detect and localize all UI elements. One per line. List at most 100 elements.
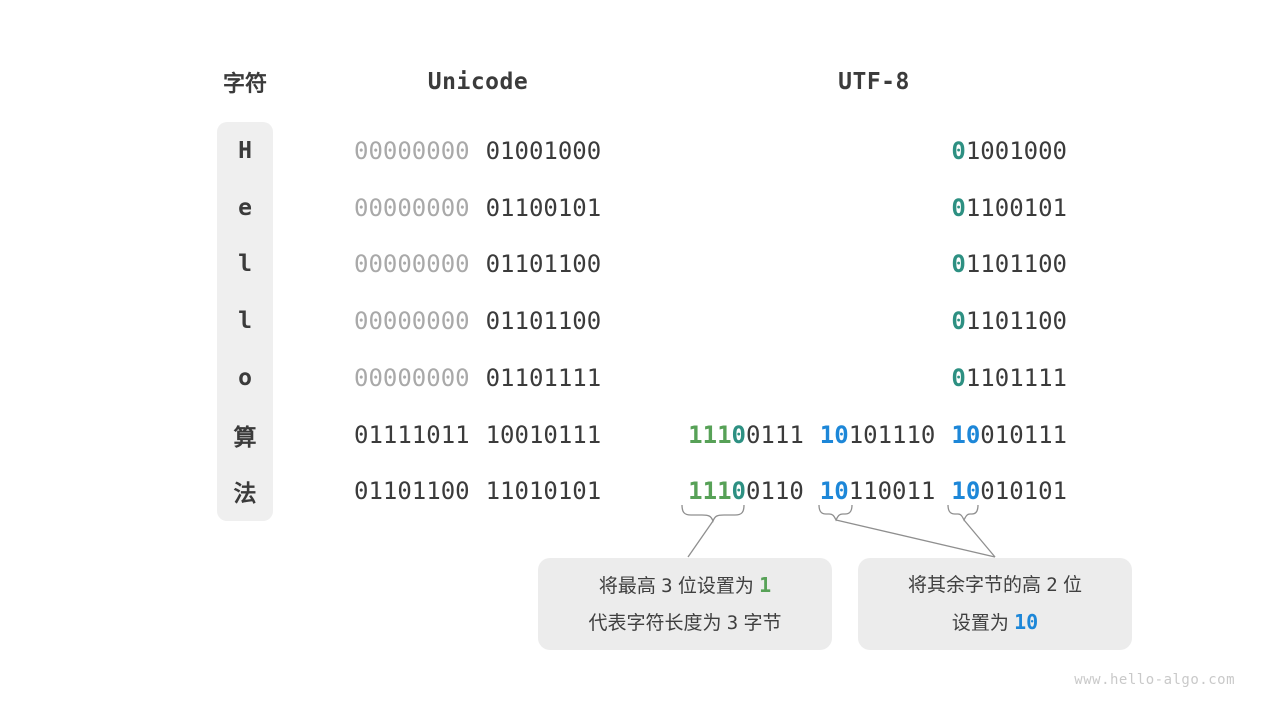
bit-segment-dark: 1100101 [965, 194, 1067, 222]
underbrace-prefix-10-byte2 [818, 504, 853, 522]
bit-segment-green: 1 [759, 572, 772, 597]
binary-byte: 01111011 [354, 423, 470, 447]
bit-segment-dark: 01100101 [485, 194, 602, 222]
utf8-binary-row: 01101111 [951, 366, 1067, 390]
unicode-binary-row: 01111011 10010111 [354, 423, 601, 447]
bit-segment-teal: 0 [731, 477, 746, 505]
callout-text-line: 代表字符长度为 3 字节 [588, 605, 781, 642]
utf8-binary-row: 01101100 [951, 252, 1067, 276]
bit-segment-text: 位 [1057, 574, 1082, 596]
bit-segment-teal: 0 [951, 250, 966, 278]
bit-segment-dark: 10010111 [485, 421, 602, 449]
bit-segment-teal: 0 [731, 421, 746, 449]
character-cell: e [238, 195, 252, 221]
bit-segment-green: 111 [688, 477, 732, 505]
bit-segment-gray: 00000000 [354, 194, 470, 222]
binary-byte: 10010111 [951, 423, 1067, 447]
utf8-binary-row: 01001000 [951, 139, 1067, 163]
binary-byte: 01101100 [486, 309, 602, 333]
bit-segment-dark: 01101111 [485, 364, 602, 392]
utf8-binary-row: 01100101 [951, 196, 1067, 220]
binary-byte: 00000000 [354, 252, 470, 276]
character-column-background [217, 122, 273, 521]
unicode-binary-row: 00000000 01101100 [354, 252, 601, 276]
bit-segment-dark: 010111 [980, 421, 1067, 449]
bit-segment-num: 3 [661, 574, 673, 597]
binary-byte: 11010101 [486, 479, 602, 503]
bit-segment-text: 位设置为 [672, 575, 760, 597]
connector-line-byte3-to-callout-2 [963, 519, 996, 558]
watermark-url: www.hello-algo.com [1074, 672, 1235, 688]
binary-byte: 01101100 [951, 309, 1067, 333]
character-cell: 算 [233, 425, 257, 451]
character-cell: 法 [233, 481, 257, 507]
bit-segment-dark: 01101100 [485, 250, 602, 278]
bit-segment-dark: 1101100 [965, 307, 1067, 335]
callout-text-line: 将最高 3 位设置为 1 [599, 567, 771, 605]
bit-segment-dark: 01101100 [485, 307, 602, 335]
bit-segment-gray: 00000000 [354, 364, 470, 392]
binary-byte: 10010111 [486, 423, 602, 447]
character-cell: o [238, 365, 252, 391]
binary-byte: 10010101 [951, 479, 1067, 503]
unicode-binary-row: 00000000 01101111 [354, 366, 601, 390]
bit-segment-teal: 0 [951, 364, 966, 392]
utf8-binary-row: 01101100 [951, 309, 1067, 333]
bit-segment-text: 代表字符长度为 [588, 612, 727, 634]
bit-segment-blue: 10 [819, 421, 849, 449]
bit-segment-gray: 00000000 [354, 307, 470, 335]
bit-segment-blue: 10 [951, 477, 981, 505]
bit-segment-dark: 0111 [745, 421, 804, 449]
unicode-binary-row: 00000000 01001000 [354, 139, 601, 163]
bit-segment-dark: 1101111 [965, 364, 1067, 392]
bit-segment-num: 3 [726, 611, 739, 634]
binary-byte: 01101111 [951, 366, 1067, 390]
bit-segment-blue: 10 [951, 421, 981, 449]
bit-segment-teal: 0 [951, 137, 966, 165]
bit-segment-blue: 10 [819, 477, 849, 505]
binary-byte: 00000000 [354, 139, 470, 163]
binary-byte: 01100101 [951, 196, 1067, 220]
binary-byte: 01001000 [486, 139, 602, 163]
bit-segment-dark: 01001000 [485, 137, 602, 165]
bit-segment-dark: 010101 [980, 477, 1067, 505]
binary-byte: 01101100 [951, 252, 1067, 276]
underbrace-prefix-10-byte3 [947, 504, 979, 522]
bit-segment-gray: 00000000 [354, 137, 470, 165]
unicode-binary-row: 00000000 01101100 [354, 309, 601, 333]
bit-segment-teal: 0 [951, 194, 966, 222]
binary-byte: 01101100 [354, 479, 470, 503]
column-header-unicode: Unicode [427, 69, 529, 95]
bit-segment-green: 111 [688, 421, 732, 449]
binary-byte: 10110011 [820, 479, 936, 503]
character-cell: l [238, 308, 252, 334]
underbrace-prefix-1110 [681, 504, 745, 523]
binary-byte: 11100110 [688, 479, 804, 503]
column-header-character: 字符 [222, 71, 268, 96]
bit-segment-blue: 10 [1014, 609, 1039, 634]
bit-segment-num: 2 [1046, 573, 1058, 596]
binary-byte: 10101110 [820, 423, 936, 447]
binary-byte: 11100111 [688, 423, 804, 447]
binary-byte: 00000000 [354, 366, 470, 390]
callout-continuation-bits-rule: 将其余字节的高 2 位设置为 10 [858, 558, 1132, 650]
bit-segment-dark: 110011 [848, 477, 936, 505]
callout-text-line: 设置为 10 [952, 604, 1038, 642]
bit-segment-dark: 0110 [745, 477, 804, 505]
binary-byte: 01001000 [951, 139, 1067, 163]
bit-segment-dark: 101110 [848, 421, 936, 449]
callout-text-line: 将其余字节的高 2 位 [908, 567, 1082, 604]
binary-byte: 00000000 [354, 309, 470, 333]
bit-segment-gray: 00000000 [354, 250, 470, 278]
column-header-utf8: UTF-8 [838, 69, 910, 95]
bit-segment-dark: 1001000 [965, 137, 1067, 165]
binary-byte: 01100101 [486, 196, 602, 220]
bit-segment-teal: 0 [951, 307, 966, 335]
character-cell: l [238, 251, 252, 277]
binary-byte: 00000000 [354, 196, 470, 220]
unicode-binary-row: 00000000 01100101 [354, 196, 601, 220]
bit-segment-text: 将其余字节的高 [907, 574, 1047, 596]
